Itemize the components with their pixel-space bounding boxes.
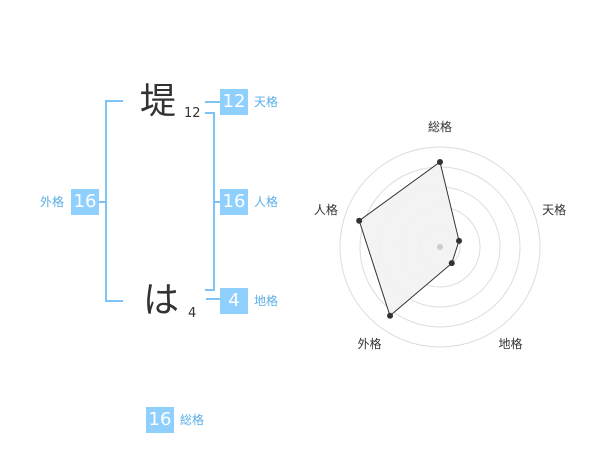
jinkaku-label: 人格: [254, 195, 279, 209]
radar-point: [356, 217, 363, 224]
chikaku-value: 4: [220, 288, 248, 314]
chikaku-connector: [206, 298, 220, 300]
name-char-1: 堤: [140, 81, 177, 122]
radar-axis-label: 地格: [499, 336, 523, 351]
radar-point: [437, 159, 443, 165]
radar-axis-label: 外格: [357, 336, 381, 351]
tenkaku-connector: [205, 101, 220, 103]
soukaku-value: 16: [146, 407, 174, 433]
jinkaku-value: 16: [220, 189, 248, 215]
gaikaku-label: 外格: [40, 195, 65, 209]
radar-axis-label: 人格: [314, 202, 338, 217]
radar-center-dot: [437, 244, 443, 250]
jinkaku-connector: [214, 201, 220, 203]
radar-axis-label: 総格: [428, 119, 452, 134]
gaikaku-value: 16: [71, 189, 99, 215]
radar-point: [448, 260, 455, 267]
gaikaku-bracket: [105, 100, 123, 302]
tenkaku-value: 12: [220, 89, 248, 115]
chikaku-label: 地格: [254, 294, 279, 308]
name-char-1-strokes: 12: [184, 106, 201, 121]
radar-point: [456, 237, 463, 244]
radar-value-polygon: [358, 161, 460, 317]
name-char-2-strokes: 4: [188, 306, 197, 321]
radar-point: [387, 312, 394, 319]
tenkaku-label: 天格: [254, 95, 279, 109]
radar-grid-ring: [339, 146, 541, 348]
soukaku-label: 総格: [180, 413, 205, 427]
radar-axis-label: 天格: [542, 202, 566, 217]
name-char-2: は: [143, 280, 180, 321]
gaikaku-connector: [99, 201, 106, 203]
